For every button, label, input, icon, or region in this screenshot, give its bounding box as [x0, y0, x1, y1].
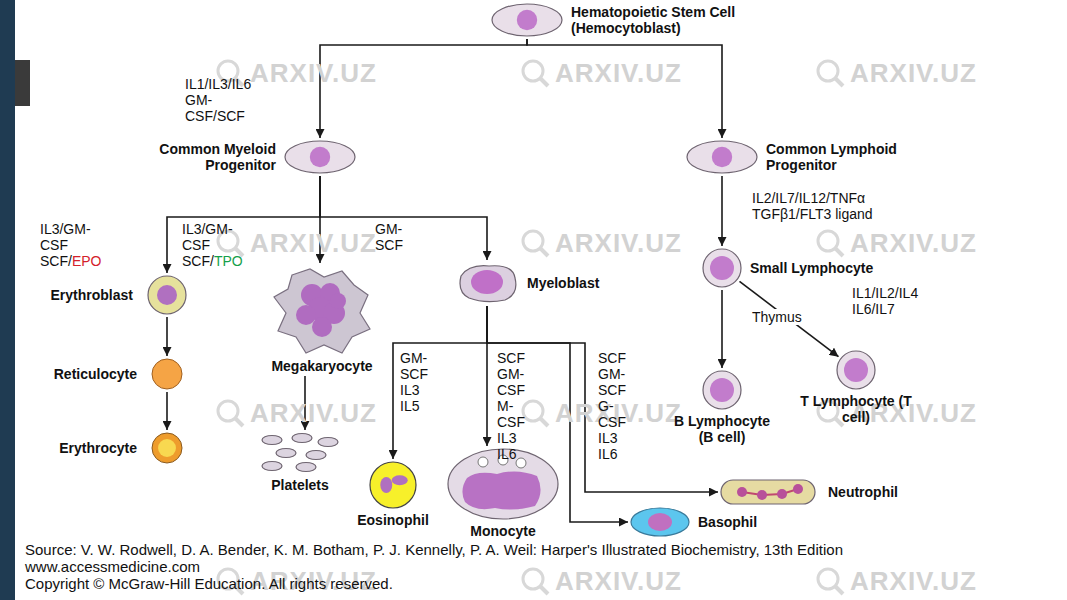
cell-label: Megakaryocyte [271, 358, 372, 374]
watermark-text: ARXIV.UZ [850, 566, 977, 596]
lineage-arrow [527, 39, 722, 138]
cell-node: Myeloblast [455, 262, 599, 304]
lineage-arrow [166, 392, 168, 430]
cytokine-label: IL3/GM-CSF SCF/EPO [40, 221, 101, 269]
cell-icon [369, 461, 417, 509]
cytokine-label: IL1/IL2/IL4 IL6/IL7 [852, 285, 918, 317]
lineage-arrow [487, 306, 718, 492]
cell-label: Monocyte [470, 523, 535, 539]
cell-icon [284, 140, 356, 174]
watermark-text: ARXIV.UZ [250, 58, 377, 88]
cell-icon [836, 350, 876, 390]
lineage-arrow [721, 290, 723, 368]
cell-label: Small Lymphocyte [750, 260, 873, 276]
cell-label: Neutrophil [828, 484, 898, 500]
cell-node: B Lymphocyte (B cell) [668, 370, 776, 445]
watermark: ARXIV.UZ [520, 228, 682, 258]
lineage-arrow [393, 306, 487, 459]
cytokine-label: IL2/IL7/IL12/TNFα TGFβ1/FLT3 ligand [752, 190, 927, 222]
cytokine-label: IL3/GM-CSF SCF/TPO [182, 221, 243, 269]
watermark: ARXIV.UZ [520, 58, 682, 88]
label-accent: TPO [214, 253, 243, 269]
watermark-text: ARXIV.UZ [850, 58, 977, 88]
cell-icon [147, 275, 187, 315]
watermark: ARXIV.UZ [215, 398, 377, 428]
cell-node: Hematopoietic Stem Cell (Hemocytoblast) [491, 3, 761, 37]
cell-node: Basophil [630, 507, 757, 537]
cell-label: Common Myeloid Progenitor [126, 141, 276, 173]
cytokine-label: Thymus [750, 309, 804, 325]
label-accent: EPO [72, 253, 102, 269]
cell-node: Platelets [258, 432, 342, 493]
watermark-text: ARXIV.UZ [250, 398, 377, 428]
cell-icon [702, 248, 742, 288]
cell-icon [630, 507, 690, 537]
cell-node: Small Lymphocyte [702, 248, 873, 288]
cell-label: Basophil [698, 514, 757, 530]
side-strip [0, 0, 15, 600]
side-block [15, 60, 30, 106]
cell-node: Eosinophil [357, 461, 429, 528]
cell-label: Eosinophil [357, 512, 429, 528]
cell-icon [258, 432, 342, 474]
cell-icon [151, 358, 183, 390]
source-note: www.accessmedicine.com [25, 558, 200, 575]
cell-label: B Lymphocyte (B cell) [668, 413, 776, 445]
cytokine-label: GM-SCF IL3 IL5 [400, 350, 428, 414]
lineage-arrow [320, 39, 527, 138]
cell-icon [151, 432, 183, 464]
watermark-text: ARXIV.UZ [850, 228, 977, 258]
lineage-arrow [166, 317, 168, 356]
cell-label: Common Lymphoid Progenitor [766, 141, 916, 173]
cytokine-label: IL1/IL3/IL6 GM-CSF/SCF [185, 76, 251, 124]
cytokine-label: SCF GM-SCF G-CSF IL3 IL6 [598, 350, 626, 462]
cell-label: T Lymphocyte (T cell) [799, 393, 914, 425]
watermark-text: ARXIV.UZ [555, 566, 682, 596]
cell-icon [686, 140, 758, 174]
source-note: Copyright © McGraw-Hill Education. All r… [25, 575, 393, 592]
cell-node: Erythroblast [51, 275, 187, 315]
cell-label: Hematopoietic Stem Cell (Hemocytoblast) [571, 4, 761, 36]
watermark-text: ARXIV.UZ [250, 228, 377, 258]
cell-node: Neutrophil [720, 479, 898, 505]
cell-node: Common Myeloid Progenitor [126, 140, 356, 174]
watermark-text: ARXIV.UZ [555, 58, 682, 88]
cell-icon [702, 370, 742, 410]
cell-icon [720, 479, 816, 505]
cell-icon [491, 3, 563, 37]
source-note: Source: V. W. Rodwell, D. A. Bender, K. … [25, 541, 843, 558]
lineage-arrow [721, 176, 723, 246]
cell-node: Reticulocyte [54, 358, 183, 390]
cell-label: Erythroblast [51, 287, 133, 303]
cytokine-label: SCF GM-CSF M-CSF IL3 IL6 [497, 350, 525, 462]
watermark: ARXIV.UZ [815, 566, 977, 596]
cell-node: T Lymphocyte (T cell) [799, 350, 914, 425]
watermark: ARXIV.UZ [815, 228, 977, 258]
cell-label: Platelets [271, 477, 329, 493]
lineage-arrow [167, 176, 320, 273]
cell-icon [272, 265, 372, 355]
cell-label: Reticulocyte [54, 366, 137, 382]
lineage-arrow [740, 281, 839, 356]
cytokine-label: GM-SCF [375, 221, 403, 253]
cell-label: Erythrocyte [59, 440, 137, 456]
cell-label: Myeloblast [527, 275, 599, 291]
cell-node: Megakaryocyte [271, 265, 372, 374]
watermark: ARXIV.UZ [520, 566, 682, 596]
watermark: ARXIV.UZ [815, 58, 977, 88]
cell-node: Common Lymphoid Progenitor [686, 140, 916, 174]
watermark-text: ARXIV.UZ [555, 228, 682, 258]
cell-icon [455, 262, 519, 304]
cell-node: Erythrocyte [59, 432, 183, 464]
